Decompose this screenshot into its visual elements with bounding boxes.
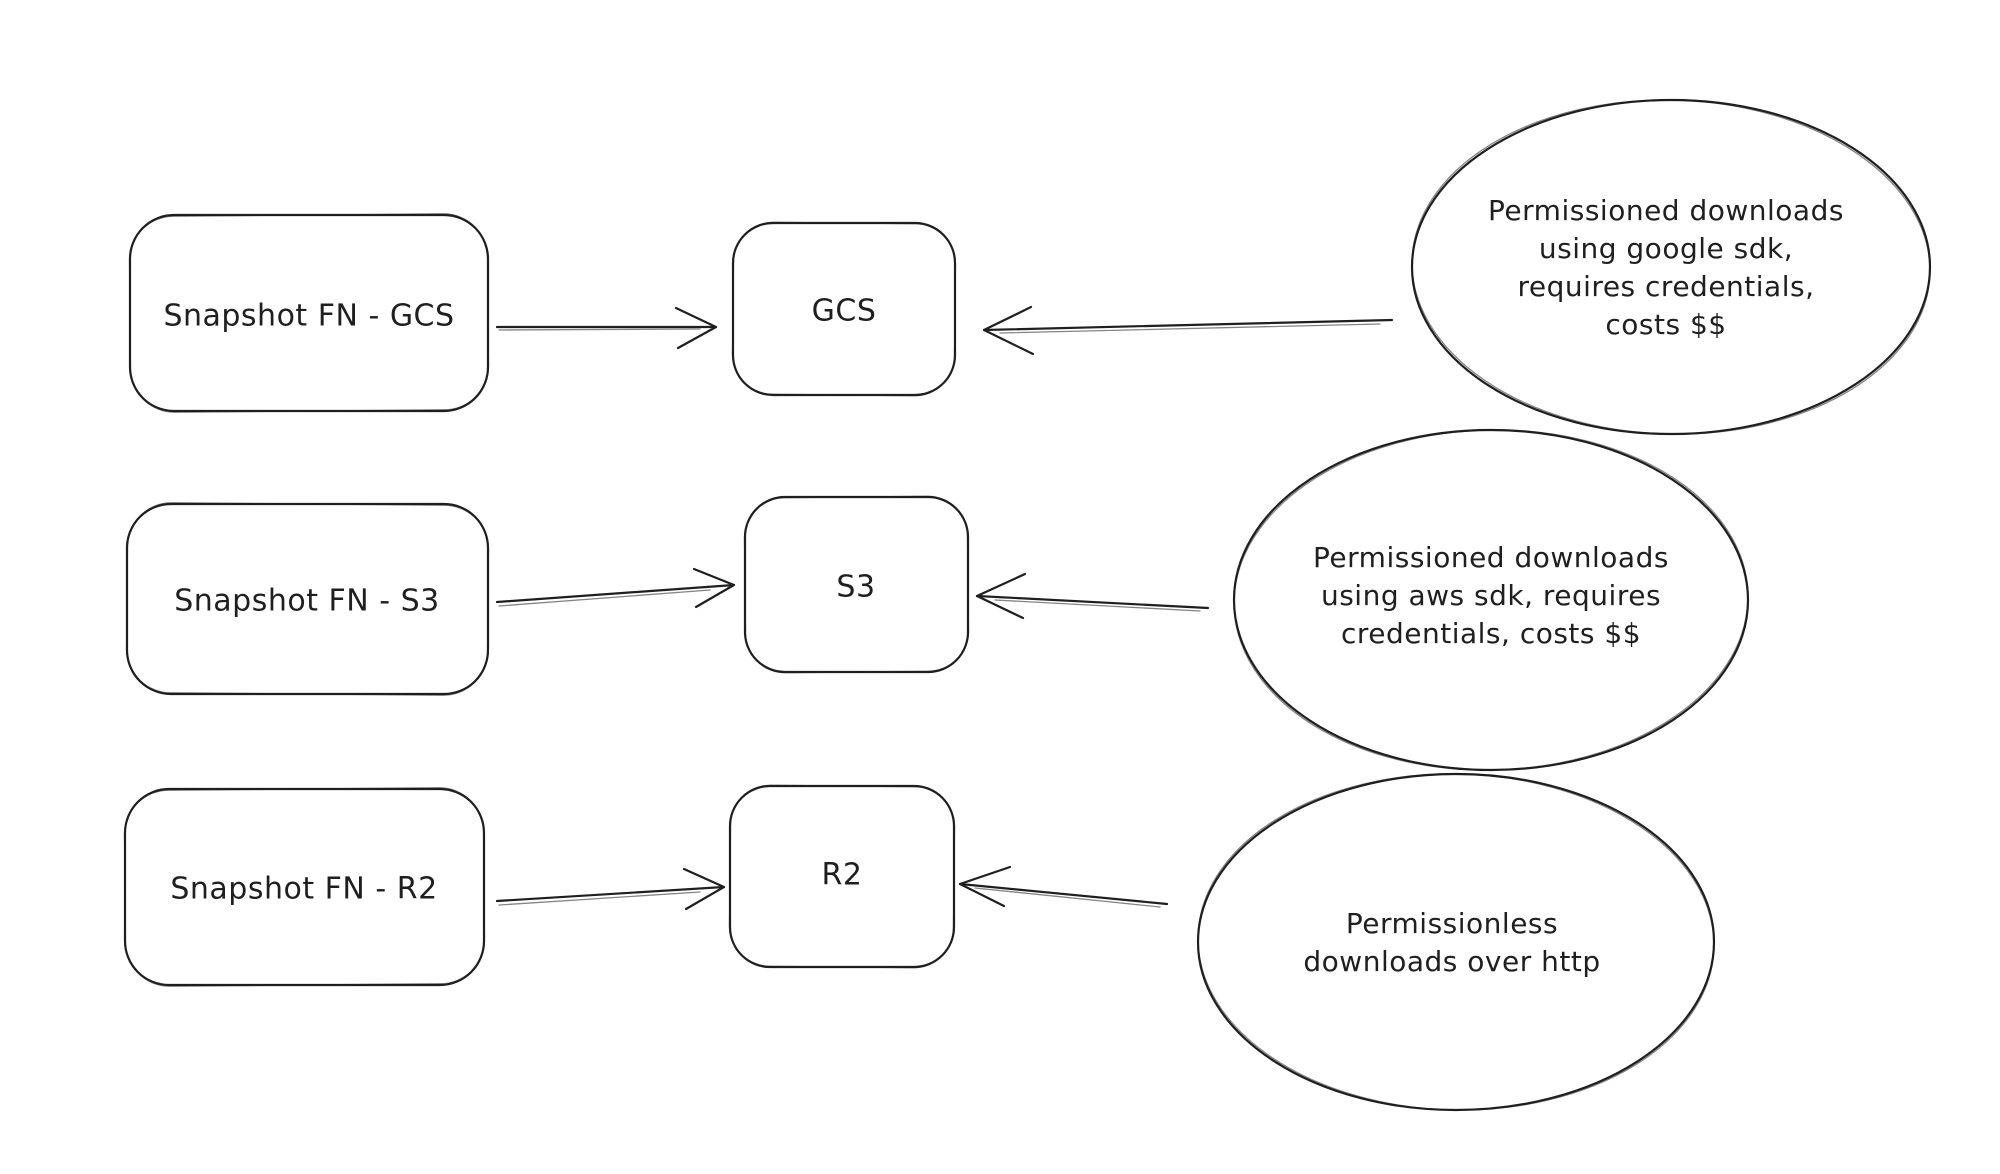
- note-r2-text-line: downloads over http: [1303, 945, 1600, 978]
- node-snapshot-fn-s3: Snapshot FN - S3: [125, 502, 490, 696]
- arrow-snapshot-to-s3-line-echo: [498, 589, 711, 607]
- arrow-note-to-gcs-line: [982, 318, 1394, 332]
- note-gcs-text-line: costs $$: [1605, 308, 1726, 341]
- node-s3: S3: [743, 495, 970, 674]
- note-r2-shape-echo: [1197, 773, 1715, 1111]
- arrow-note-to-gcs-line-echo: [999, 323, 1381, 334]
- arrow-note-to-s3: [975, 572, 1210, 620]
- note-gcs-text-line: requires credentials,: [1518, 270, 1815, 303]
- arrow-snapshot-to-gcs-line-echo: [498, 328, 701, 331]
- arrow-snapshot-to-gcs-head: [674, 306, 718, 350]
- node-gcs-shape-echo: [731, 221, 957, 397]
- node-snapshot-fn-gcs-shape-echo: [128, 213, 490, 413]
- arrow-snapshot-to-r2-head: [682, 867, 726, 911]
- node-r2-label: R2: [822, 858, 863, 893]
- note-s3-shape-echo: [1233, 429, 1749, 771]
- flow-row-r2: Snapshot FN - R2 R2 Permissionless downl…: [123, 772, 1716, 1112]
- node-snapshot-fn-gcs-label: Snapshot FN - GCS: [163, 299, 454, 334]
- node-r2: R2: [728, 784, 956, 969]
- arrow-note-to-gcs-head: [982, 305, 1035, 356]
- node-snapshot-fn-r2-shape-echo: [123, 787, 486, 987]
- arrow-snapshot-to-s3-head: [692, 567, 736, 609]
- arrow-snapshot-to-r2: [495, 867, 726, 911]
- arrow-note-to-s3-head: [975, 572, 1027, 620]
- flow-row-s3: Snapshot FN - S3 S3 Permissioned downloa…: [125, 428, 1750, 772]
- arrow-note-to-r2: [958, 865, 1169, 908]
- arrow-snapshot-to-gcs: [495, 306, 718, 350]
- arrow-note-to-r2-line: [958, 882, 1169, 906]
- node-gcs-label: GCS: [812, 294, 877, 329]
- note-r2: Permissionless downloads over http: [1196, 772, 1716, 1112]
- arrow-note-to-r2-line-echo: [974, 887, 1161, 908]
- node-gcs: GCS: [731, 221, 957, 397]
- note-r2-text-line: Permissionless: [1346, 907, 1558, 940]
- node-r2-shape-echo: [728, 784, 956, 969]
- node-s3-label: S3: [836, 570, 875, 605]
- note-gcs: Permissioned downloads using google sdk,…: [1410, 98, 1932, 436]
- arrow-note-to-s3-line: [975, 594, 1210, 610]
- note-gcs-text-line: Permissioned downloads: [1488, 194, 1844, 227]
- arrow-note-to-r2-head: [958, 865, 1012, 908]
- arrow-note-to-s3-line-echo: [994, 599, 1201, 612]
- node-snapshot-fn-gcs: Snapshot FN - GCS: [128, 213, 490, 413]
- note-s3-text-line: Permissioned downloads: [1313, 541, 1669, 574]
- node-snapshot-fn-s3-label: Snapshot FN - S3: [174, 584, 440, 619]
- arrow-snapshot-to-s3: [495, 567, 736, 609]
- arrow-snapshot-to-s3-line: [495, 583, 736, 604]
- note-gcs-text-line: using google sdk,: [1539, 232, 1793, 265]
- node-snapshot-fn-r2-label: Snapshot FN - R2: [170, 872, 437, 907]
- flow-row-gcs: Snapshot FN - GCS GCS Permissioned downl…: [128, 98, 1932, 436]
- note-gcs-shape-echo: [1411, 99, 1931, 435]
- arrow-snapshot-to-r2-line: [495, 885, 726, 903]
- node-s3-shape-echo: [743, 495, 970, 674]
- note-s3-text-line: credentials, costs $$: [1341, 617, 1641, 650]
- arrow-note-to-gcs: [982, 305, 1394, 356]
- arrow-snapshot-to-r2-line-echo: [498, 891, 701, 906]
- node-snapshot-fn-s3-shape-echo: [125, 502, 490, 696]
- node-snapshot-fn-r2: Snapshot FN - R2: [123, 787, 486, 987]
- note-s3-text-line: using aws sdk, requires: [1321, 579, 1661, 612]
- note-s3: Permissioned downloads using aws sdk, re…: [1232, 428, 1750, 772]
